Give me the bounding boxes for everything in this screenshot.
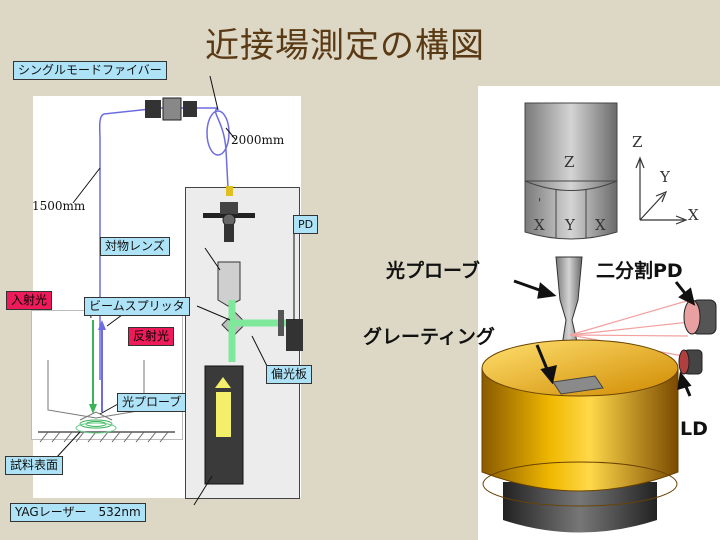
grating-plate	[552, 375, 604, 395]
page-title: 近接場測定の構図	[205, 26, 485, 66]
axis-z-label: Z	[632, 133, 643, 151]
label-optical-probe: 光プローブ	[117, 393, 187, 412]
stage-base	[503, 482, 657, 533]
label-3d-ld: LD	[680, 418, 708, 440]
label-pd: PD	[293, 215, 319, 234]
label-objective-lens: 対物レンズ	[100, 237, 170, 256]
ld-emitter	[678, 349, 703, 375]
laser-window	[216, 392, 231, 437]
axes-icon	[635, 156, 688, 225]
axis-y-label: Y	[660, 168, 670, 186]
probe-head-y: Y	[565, 216, 575, 234]
label-3d-split-pd: 二分割PD	[596, 260, 683, 282]
probe-head-mark: '	[538, 196, 542, 210]
label-polarizer: 偏光板	[266, 365, 313, 384]
gold-sample-holder	[481, 367, 679, 492]
label-single-mode-fiber: シングルモードファイバー	[13, 61, 167, 80]
fiber-connector-icon	[145, 97, 197, 121]
label-reflected-light: 反射光	[128, 327, 175, 346]
label-3d-grating: グレーティング	[363, 326, 495, 348]
probe-column	[524, 102, 618, 182]
probe-head-x2: X	[595, 216, 606, 234]
xyz-stage-icon	[203, 202, 255, 242]
probe-head-x1: X	[534, 216, 545, 234]
label-yag-laser: YAGレーザー 532nm	[10, 503, 146, 522]
polarizer-plate	[278, 310, 284, 336]
label-beam-splitter: ビームスプリッタ	[84, 297, 190, 316]
label-fiber-2000mm: 2000mm	[231, 133, 285, 147]
pd-detector	[286, 319, 303, 351]
label-incident-light: 入射光	[6, 291, 53, 310]
axis-x-label: X	[688, 206, 699, 224]
fiber-coil	[206, 110, 230, 156]
split-pd-detector	[683, 299, 717, 335]
label-fiber-1500mm: 1500mm	[32, 199, 86, 213]
label-3d-optical-probe: 光プローブ	[386, 260, 480, 282]
fiber-coupler	[226, 186, 233, 196]
probe-head-z: Z	[564, 153, 575, 171]
label-sample-surface: 試料表面	[5, 456, 64, 475]
